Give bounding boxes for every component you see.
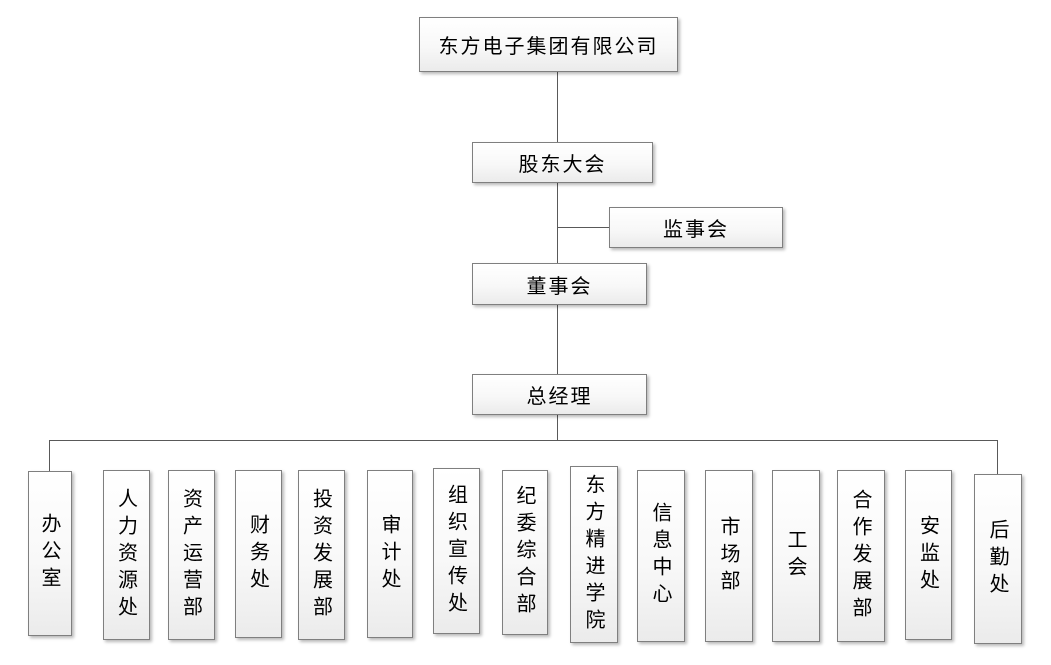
org-node-general-manager-label: 总经理 xyxy=(526,384,593,408)
org-node-shareholders-meeting-label: 股东大会 xyxy=(518,152,607,176)
dept-label: 后勤处 xyxy=(986,518,1010,600)
connector-gm-to-bus xyxy=(557,415,558,440)
connector-branch-to-supervisory xyxy=(557,227,609,228)
org-node-dept-logistics: 后勤处 xyxy=(974,474,1022,644)
org-node-supervisory-board: 监事会 xyxy=(609,207,783,248)
org-node-supervisory-board-label: 监事会 xyxy=(663,217,729,241)
dept-label: 工会 xyxy=(784,529,808,583)
org-node-dept-office: 办公室 xyxy=(28,471,72,636)
dept-label: 信息中心 xyxy=(649,502,673,610)
org-node-board-of-directors-label: 董事会 xyxy=(526,273,593,298)
dept-label: 东方精进学院 xyxy=(582,473,606,636)
org-node-board-of-directors: 董事会 xyxy=(472,263,647,305)
dept-label: 纪委综合部 xyxy=(513,485,537,620)
org-node-company-label: 东方电子集团有限公司 xyxy=(438,34,659,58)
dept-label: 安监处 xyxy=(916,514,941,596)
org-node-dept-asset-operations: 资产运营部 xyxy=(168,470,215,640)
org-node-dept-human-resources: 人力资源处 xyxy=(103,470,150,640)
org-node-dept-dongfang-jingjin-academy: 东方精进学院 xyxy=(570,466,618,643)
org-node-dept-finance: 财务处 xyxy=(235,470,282,638)
dept-label: 组织宣传处 xyxy=(444,483,469,619)
org-node-shareholders-meeting: 股东大会 xyxy=(472,142,653,183)
org-node-company: 东方电子集团有限公司 xyxy=(419,17,678,72)
dept-label: 合作发展部 xyxy=(849,488,873,624)
dept-label: 投资发展部 xyxy=(309,487,334,623)
org-node-dept-investment-development: 投资发展部 xyxy=(298,470,345,640)
org-node-dept-discipline-committee: 纪委综合部 xyxy=(502,470,548,635)
connector-shareholders-to-board xyxy=(557,183,558,263)
dept-label: 审计处 xyxy=(378,513,402,595)
connector-department-bus xyxy=(49,440,997,441)
connector-company-to-shareholders xyxy=(557,72,558,142)
org-node-dept-audit: 审计处 xyxy=(367,470,413,638)
connector-board-to-gm xyxy=(557,305,558,374)
org-node-dept-safety-supervision: 安监处 xyxy=(905,470,952,640)
dept-label: 资产运营部 xyxy=(179,487,204,623)
dept-label: 市场部 xyxy=(717,515,741,597)
org-node-dept-organization-publicity: 组织宣传处 xyxy=(433,468,480,634)
dept-label: 财务处 xyxy=(246,513,271,595)
org-node-dept-information-center: 信息中心 xyxy=(637,470,685,642)
dept-label: 人力资源处 xyxy=(114,487,139,623)
dept-label: 办公室 xyxy=(38,513,62,594)
org-node-general-manager: 总经理 xyxy=(472,374,647,415)
org-node-dept-cooperation-development: 合作发展部 xyxy=(837,470,885,642)
connector-bus-to-office xyxy=(49,440,50,471)
org-node-dept-marketing: 市场部 xyxy=(705,470,753,642)
connector-bus-to-logistics xyxy=(997,440,998,474)
org-node-dept-labor-union: 工会 xyxy=(772,470,820,642)
